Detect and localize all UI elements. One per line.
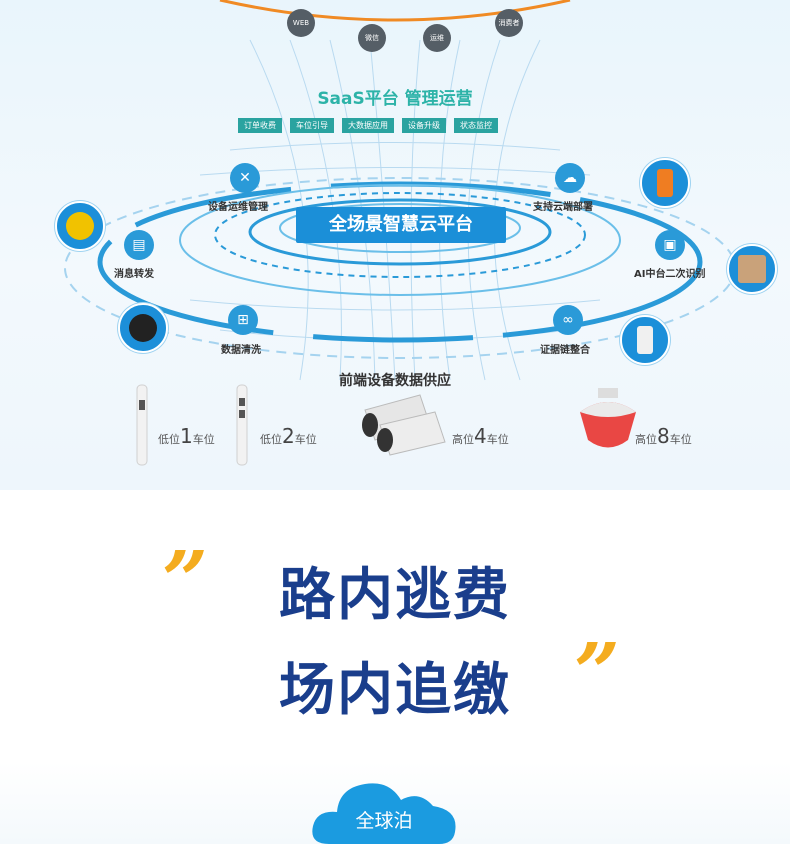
node-label-cloud: 支持云端部署 (533, 202, 593, 213)
open-quote-mark: ” (162, 533, 209, 627)
users-icon: 消费者 (495, 9, 523, 37)
central-platform-label: 全场景智慧云平台 (296, 207, 506, 243)
basket-icon: ⊞ (228, 305, 258, 335)
front-devices-title: 前端设备数据供应 (339, 373, 451, 389)
saas-tag: 车位引导 (290, 118, 334, 133)
inner-ring-3 (248, 198, 552, 266)
node-label-chain: 证据链整合 (540, 345, 590, 356)
link-icon: ∞ (553, 305, 583, 335)
inner-ring-1 (179, 184, 621, 296)
saas-tag: 设备升级 (402, 118, 446, 133)
high-pole-camera-8 (580, 388, 636, 448)
ground-sensor-device (118, 303, 168, 353)
ai-monitor-icon: ▣ (655, 230, 685, 260)
camera-label-8: 高位8车位 (635, 424, 692, 448)
camera-label-4: 高位4车位 (452, 424, 509, 448)
web-icon: WEB (287, 9, 315, 37)
message-icon: ▤ (124, 230, 154, 260)
low-pole-camera-1 (136, 384, 148, 466)
inner-ring-2 (214, 192, 586, 278)
tools-icon: ✕ (230, 163, 260, 193)
wrench-icon: 运维 (423, 24, 451, 52)
node-label-clean: 数据清洗 (221, 345, 261, 356)
node-label-ops: 设备运维管理 (208, 202, 268, 213)
platform-diagram: WEB 微信 运维 消费者 SaaS平台 管理运营 订单收费 车位引导 大数据应… (0, 0, 790, 490)
inner-ring-4 (279, 203, 521, 253)
parking-lock-device (55, 201, 105, 251)
orange-arc (219, 0, 571, 22)
saas-tag-row: 订单收费 车位引导 大数据应用 设备升级 状态监控 (238, 118, 568, 133)
saas-tag: 状态监控 (454, 118, 498, 133)
camera-label-1: 低位1车位 (158, 424, 215, 448)
slogan-line-1: 路内逃费 (279, 563, 511, 628)
saas-tag: 订单收费 (238, 118, 282, 133)
high-pole-camera-4 (362, 394, 446, 456)
cloud-label: 全球泊 (355, 810, 413, 832)
node-label-ai: AI中台二次识别 (634, 269, 706, 280)
slogan-line-2: 场内追缴 (279, 658, 511, 723)
camera-illustrations (136, 384, 636, 466)
close-quote-mark: ” (574, 625, 621, 719)
pay-kiosk-device (640, 158, 690, 208)
low-pole-camera-2 (236, 384, 248, 466)
saas-title: SaaS平台 管理运营 (317, 89, 473, 109)
saas-tag: 大数据应用 (342, 118, 394, 133)
wechat-icon: 微信 (358, 24, 386, 52)
handheld-terminal-device (620, 315, 670, 365)
camera-label-2: 低位2车位 (260, 424, 317, 448)
cloud-icon: ☁ (555, 163, 585, 193)
barrier-gate-device (727, 244, 777, 294)
cloud-icon (312, 783, 456, 844)
node-label-msg: 消息转发 (114, 269, 154, 280)
